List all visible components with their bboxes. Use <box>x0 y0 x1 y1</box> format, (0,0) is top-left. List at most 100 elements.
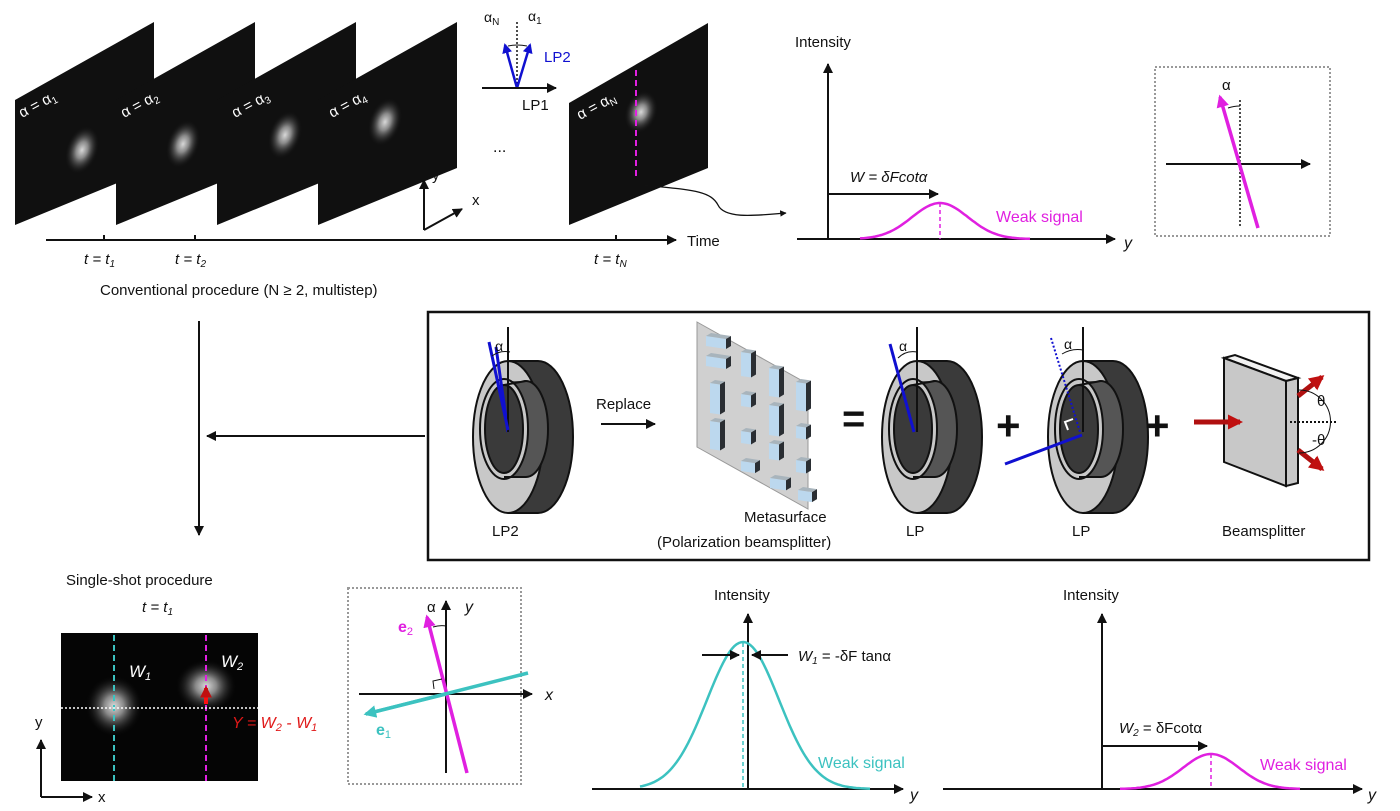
alpha-n-label: α <box>484 9 492 25</box>
plot1-xlabel: y <box>909 787 919 804</box>
svg-text:αN: αN <box>484 9 499 28</box>
metasurface-pillar <box>706 353 731 369</box>
top-plot-ylabel: Intensity <box>795 34 851 51</box>
plot1-signal-curve <box>639 640 871 790</box>
metasurface-pillar <box>796 423 811 440</box>
basis-inset: α y x e2 e1 <box>347 587 554 785</box>
lp-a-alpha: α <box>899 338 907 354</box>
metasurface-sublabel: (Polarization beamsplitter) <box>657 534 831 551</box>
tick-tn: t = t <box>594 251 620 268</box>
basis-y: y <box>464 599 474 616</box>
metasurface-pillar <box>769 365 784 398</box>
component-box: α LP2 Replace Metasurface (Polarization … <box>426 310 1371 562</box>
single-axis-y: y <box>35 714 43 731</box>
basis-x: x <box>544 687 554 704</box>
metasurface-pillar <box>710 380 725 415</box>
timeline: Time t = t1 t = t2 t = tN <box>46 233 720 270</box>
plus-sign-1: + <box>996 402 1021 449</box>
single-axis-x: x <box>98 789 106 806</box>
metasurface-pillar <box>710 418 725 451</box>
metasurface-pillar <box>769 402 784 437</box>
y-formula: Y = W2 - W1 <box>232 715 317 734</box>
svg-text:W2 = δFcotα: W2 = δFcotα <box>1119 720 1202 739</box>
lp2-alpha: α <box>495 338 503 354</box>
svg-text:W1 = -δF tanα: W1 = -δF tanα <box>798 648 891 667</box>
plus-sign-2: + <box>1145 402 1170 449</box>
bottom-intensity-plot-2: Intensity y W2 = δFcotα Weak signal <box>943 587 1377 804</box>
svg-text:W2: W2 <box>221 652 243 673</box>
svg-text:t = t2: t = t2 <box>175 251 206 270</box>
plot1-shift-label: W <box>798 648 814 665</box>
lp-b-label: LP <box>1072 523 1090 540</box>
svg-text:t = t1: t = t1 <box>84 251 115 270</box>
beamsplitter-label: Beamsplitter <box>1222 523 1305 540</box>
lp2-component-label: LP2 <box>492 523 519 540</box>
metasurface-pillar <box>741 458 760 474</box>
time-label: Time <box>687 233 720 250</box>
theta-label: θ <box>1317 393 1325 410</box>
metasurface-pillar <box>706 333 731 349</box>
lp-b-alpha: α <box>1064 336 1072 352</box>
lp2-label: LP2 <box>544 49 571 66</box>
conventional-frames: α = α1 α = α2 α = α3 α = α4 y x ... <box>15 8 787 231</box>
top-plot-signal-label: Weak signal <box>996 209 1083 226</box>
metasurface-pillar <box>741 428 756 445</box>
metasurface <box>696 321 817 510</box>
single-shot-axes: y x <box>35 714 106 806</box>
w1-label: W <box>129 662 147 681</box>
plot2-signal-label: Weak signal <box>1260 757 1347 774</box>
tick-t2: t = t <box>175 251 201 268</box>
top-intensity-plot: Intensity y W = δFcotα Weak signal <box>795 34 1133 252</box>
metasurface-pillar <box>741 391 756 408</box>
bottom-intensity-plot-1: Intensity y W1 = -δF tanα Weak signal <box>592 587 919 804</box>
frame-axis-x: x <box>472 192 480 209</box>
top-signal-curve <box>859 201 1031 241</box>
lp-a-label: LP <box>906 523 924 540</box>
single-shot-title: Single-shot procedure <box>66 572 213 589</box>
svg-text:W = δFcotα: W = δFcotα <box>850 169 928 186</box>
tick-t1: t = t <box>84 251 110 268</box>
svg-text:α1: α1 <box>528 8 542 27</box>
svg-text:t = tN: t = tN <box>594 251 627 270</box>
metasurface-label: Metasurface <box>744 509 827 526</box>
beamsplitter: θ -θ <box>1194 353 1336 488</box>
conventional-caption: Conventional procedure (N ≥ 2, multistep… <box>100 282 378 299</box>
alpha-1-label: α <box>528 8 536 24</box>
plot2-ylabel: Intensity <box>1063 587 1119 604</box>
equals-sign: = <box>842 397 865 441</box>
lp1-label: LP1 <box>522 97 549 114</box>
plot2-shift-label: W <box>1119 720 1135 737</box>
connector-curve <box>641 184 787 217</box>
frame-4: α = α4 <box>318 22 457 225</box>
top-plot-xlabel: y <box>1123 235 1133 252</box>
top-plot-shift-label: W = δFcotα <box>850 169 928 186</box>
w2-label: W <box>221 652 239 671</box>
plot2-xlabel: y <box>1367 787 1377 804</box>
plot2-signal-curve <box>1120 752 1301 791</box>
metasurface-pillar <box>796 457 811 474</box>
svg-text:W1: W1 <box>129 662 151 683</box>
svg-text:t = t1: t = t1 <box>142 599 173 618</box>
angle-inset-top: α <box>1154 66 1331 237</box>
metasurface-pillar <box>796 379 811 412</box>
e2-label: e2 <box>398 619 413 638</box>
e1-label: e1 <box>376 722 391 741</box>
single-shot-image: W1 W2 <box>61 633 258 781</box>
neg-theta-label: -θ <box>1312 432 1325 449</box>
plot1-ylabel: Intensity <box>714 587 770 604</box>
single-shot-time: t = t <box>142 599 168 616</box>
ellipsis: ... <box>493 139 506 156</box>
metasurface-pillar <box>770 475 791 491</box>
frame-n: α = αN <box>569 23 708 225</box>
replace-label: Replace <box>596 396 651 413</box>
basis-alpha: α <box>427 599 436 616</box>
metasurface-pillar <box>741 349 756 378</box>
polarizer-angle-inset: αN α1 LP2 LP1 <box>482 8 571 114</box>
frame-axes: y x <box>419 167 480 231</box>
metasurface-pillar <box>769 440 784 461</box>
plot1-signal-label: Weak signal <box>818 755 905 772</box>
frame-axis-y: y <box>432 167 440 184</box>
metasurface-pillar <box>798 487 817 503</box>
lp2-polarizer <box>472 327 574 514</box>
